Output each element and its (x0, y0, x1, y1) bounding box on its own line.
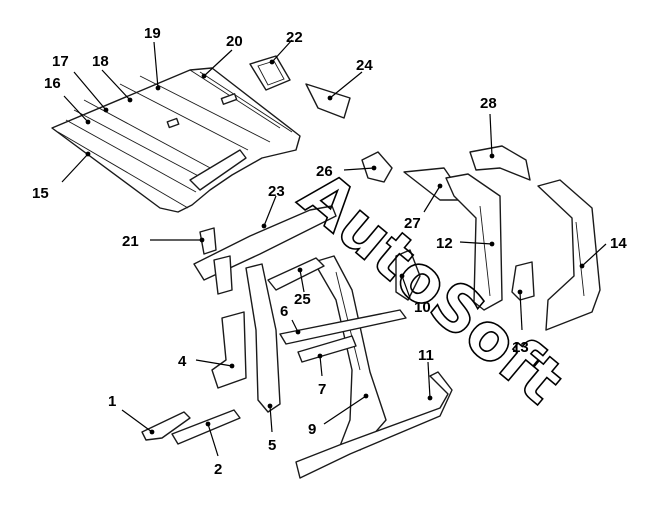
callout-6: 6 (280, 303, 288, 320)
callout-14: 14 (610, 235, 627, 252)
callout-26: 26 (316, 163, 333, 180)
bracket-21 (199, 227, 217, 255)
callout-22: 22 (286, 29, 303, 46)
rail-28 (469, 145, 531, 181)
panel-24 (305, 83, 351, 119)
bracket-13 (511, 261, 535, 301)
bracket-21-lower (213, 255, 233, 295)
callout-27: 27 (404, 215, 421, 232)
callout-24: 24 (356, 57, 373, 74)
callout-13: 13 (512, 339, 529, 356)
callout-15: 15 (32, 185, 49, 202)
callout-20: 20 (226, 33, 243, 50)
callout-9: 9 (308, 421, 316, 438)
leader-lines (61, 39, 607, 457)
callout-19: 19 (144, 25, 161, 42)
callout-7: 7 (318, 381, 326, 398)
pillar-14 (537, 179, 601, 331)
callout-18: 18 (92, 53, 109, 70)
pillar-5 (245, 263, 281, 413)
sill-11 (295, 371, 453, 479)
callout-16: 16 (44, 75, 61, 92)
callout-2: 2 (214, 461, 222, 478)
roof-bracket-22 (249, 55, 291, 91)
sill-7 (297, 335, 357, 363)
pillar-12 (445, 173, 503, 311)
strip-2 (171, 409, 241, 445)
callout-23: 23 (268, 183, 285, 200)
callout-17: 17 (52, 53, 69, 70)
sill-6 (279, 309, 407, 345)
callout-5: 5 (268, 437, 276, 454)
callout-11: 11 (418, 347, 434, 364)
callout-21: 21 (122, 233, 139, 250)
callout-28: 28 (480, 95, 497, 112)
callout-labels: 1 2 4 5 6 7 9 10 11 12 13 14 15 16 17 18… (32, 25, 627, 478)
callout-12: 12 (436, 235, 453, 252)
callout-4: 4 (178, 353, 187, 370)
callout-1: 1 (108, 393, 116, 410)
callout-10: 10 (414, 299, 431, 316)
bracket-26 (361, 151, 393, 183)
callout-25: 25 (294, 291, 311, 308)
part-10 (395, 249, 421, 301)
rail-25 (267, 257, 325, 291)
panel-4 (211, 311, 247, 389)
